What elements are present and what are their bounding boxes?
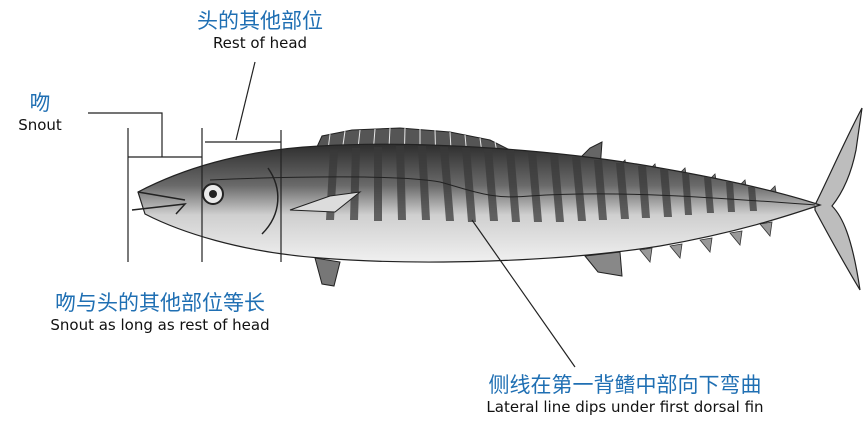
lateral-line-label: 侧线在第一背鳍中部向下弯曲 Lateral line dips under fi… xyxy=(400,372,850,417)
lateral-line-en: Lateral line dips under first dorsal fin xyxy=(400,398,850,417)
eye-pupil xyxy=(209,190,217,198)
snout-equal-en: Snout as long as rest of head xyxy=(10,316,310,335)
snout-zh: 吻 xyxy=(0,90,80,116)
rest-of-head-en: Rest of head xyxy=(160,34,360,53)
lateral-line-zh: 侧线在第一背鳍中部向下弯曲 xyxy=(400,372,850,398)
snout-en: Snout xyxy=(0,116,80,135)
anal-fin xyxy=(585,252,622,276)
pelvic-fin xyxy=(315,258,340,286)
snout-label: 吻 Snout xyxy=(0,90,80,135)
tail-fin xyxy=(815,108,862,290)
rest-of-head-zh: 头的其他部位 xyxy=(160,8,360,34)
snout-equal-zh: 吻与头的其他部位等长 xyxy=(10,290,310,316)
fish-body xyxy=(138,144,820,262)
rest-of-head-label: 头的其他部位 Rest of head xyxy=(160,8,360,53)
snout-equal-label: 吻与头的其他部位等长 Snout as long as rest of head xyxy=(10,290,310,335)
